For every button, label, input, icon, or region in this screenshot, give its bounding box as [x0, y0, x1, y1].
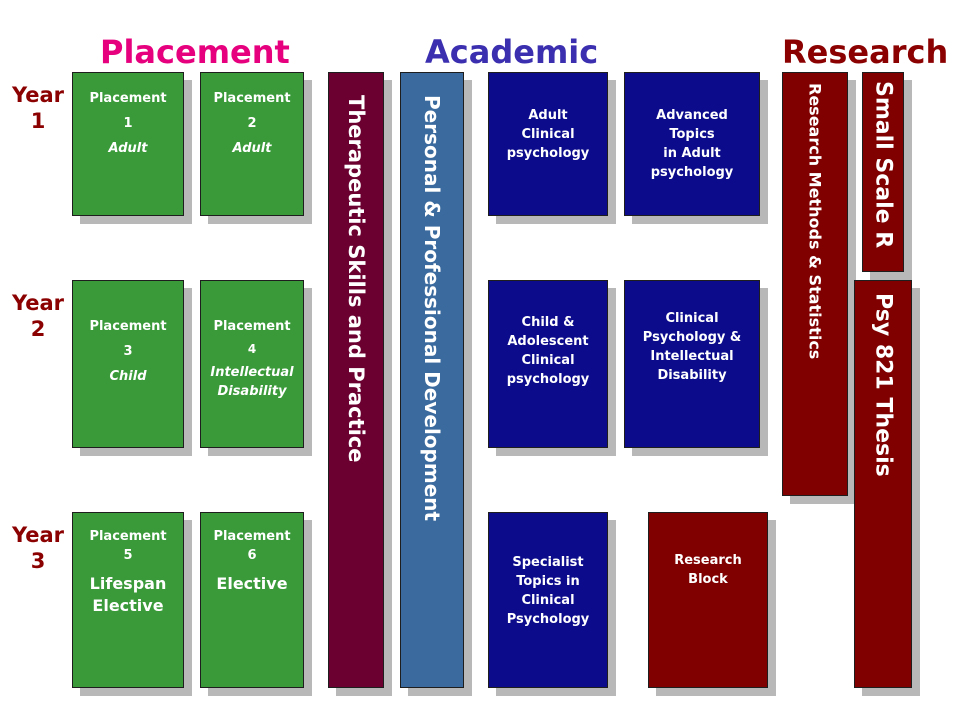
placement-detail: Adult [232, 141, 272, 156]
placement-number: 6 [247, 548, 257, 563]
child-adolescent-module: Child & Adolescent Clinical psychology [488, 280, 608, 448]
placement-detail-line1: Intellectual [210, 365, 294, 380]
placement-2-box: Placement 2 Adult [200, 72, 304, 216]
module-line: Clinical [665, 311, 719, 326]
module-line: Clinical [521, 353, 575, 368]
research-block-module: Research Block [648, 512, 768, 688]
module-line: Clinical [521, 127, 575, 142]
placement-label: Placement [89, 529, 167, 544]
placement-detail: Elective [216, 574, 288, 593]
placement-5-box: Placement 5 Lifespan Elective [72, 512, 184, 688]
year-1-label: Year 1 [8, 82, 68, 134]
module-line: Block [688, 572, 728, 587]
research-methods-label: Research Methods & Statistics [805, 83, 825, 360]
module-line: Specialist [512, 555, 584, 570]
module-line: Disability [657, 368, 727, 383]
placement-label: Placement [213, 529, 291, 544]
module-line: Research [674, 553, 742, 568]
module-line: Topics [669, 127, 715, 142]
placement-label: Placement [89, 319, 167, 334]
module-line: psychology [506, 372, 590, 387]
placement-number: 2 [247, 116, 257, 131]
module-line: Clinical [521, 593, 575, 608]
year-word: Year [11, 291, 65, 315]
professional-development-bar: Personal & Professional Development [400, 72, 464, 688]
module-line: Psychology & [642, 330, 742, 345]
module-line: psychology [650, 165, 734, 180]
placement-detail: Child [109, 369, 147, 384]
module-line: Adolescent [507, 334, 589, 349]
year-number: 3 [30, 549, 46, 573]
intellectual-disability-module: Clinical Psychology & Intellectual Disab… [624, 280, 760, 448]
module-line: Advanced [656, 108, 728, 123]
professional-development-label: Personal & Professional Development [420, 95, 444, 522]
placement-label: Placement [89, 91, 167, 106]
year-2-label: Year 2 [8, 290, 68, 342]
year-3-label: Year 3 [8, 522, 68, 574]
small-scale-research-bar: Small Scale R [862, 72, 904, 272]
placement-number: 1 [123, 116, 133, 131]
placement-1-box: Placement 1 Adult [72, 72, 184, 216]
placement-number: 5 [123, 548, 133, 563]
placement-4-box: Placement 4 Intellectual Disability [200, 280, 304, 448]
placement-number: 3 [123, 344, 133, 359]
placement-6-box: Placement 6 Elective [200, 512, 304, 688]
placement-label: Placement [213, 319, 291, 334]
adult-clinical-module: Adult Clinical psychology [488, 72, 608, 216]
placement-detail: Adult [108, 141, 148, 156]
advanced-topics-module: Advanced Topics in Adult psychology [624, 72, 760, 216]
module-line: Child & [521, 315, 575, 330]
thesis-bar: Psy 821 Thesis [854, 280, 912, 688]
year-word: Year [11, 523, 65, 547]
module-line: psychology [506, 146, 590, 161]
specialist-topics-module: Specialist Topics in Clinical Psychology [488, 512, 608, 688]
year-number: 2 [30, 317, 46, 341]
placement-detail-line1: Lifespan [89, 574, 167, 593]
placement-detail-line2: Disability [217, 384, 287, 399]
placement-detail-line2: Elective [92, 596, 164, 615]
module-line: Adult [528, 108, 568, 123]
small-scale-research-label: Small Scale R [870, 81, 896, 249]
therapeutic-skills-label: Therapeutic Skills and Practice [344, 95, 368, 463]
placement-3-box: Placement 3 Child [72, 280, 184, 448]
therapeutic-skills-bar: Therapeutic Skills and Practice [328, 72, 384, 688]
year-number: 1 [30, 109, 46, 133]
module-line: in Adult [663, 146, 721, 161]
placement-number: 4 [247, 342, 257, 356]
year-word: Year [11, 83, 65, 107]
research-heading: Research [782, 33, 949, 71]
module-line: Psychology [506, 612, 590, 627]
academic-heading: Academic [425, 33, 599, 71]
placement-label: Placement [213, 91, 291, 106]
thesis-label: Psy 821 Thesis [870, 293, 896, 477]
research-methods-bar: Research Methods & Statistics [782, 72, 848, 496]
module-line: Topics in [516, 574, 580, 589]
module-line: Intellectual [650, 349, 734, 364]
placement-heading: Placement [100, 33, 290, 71]
